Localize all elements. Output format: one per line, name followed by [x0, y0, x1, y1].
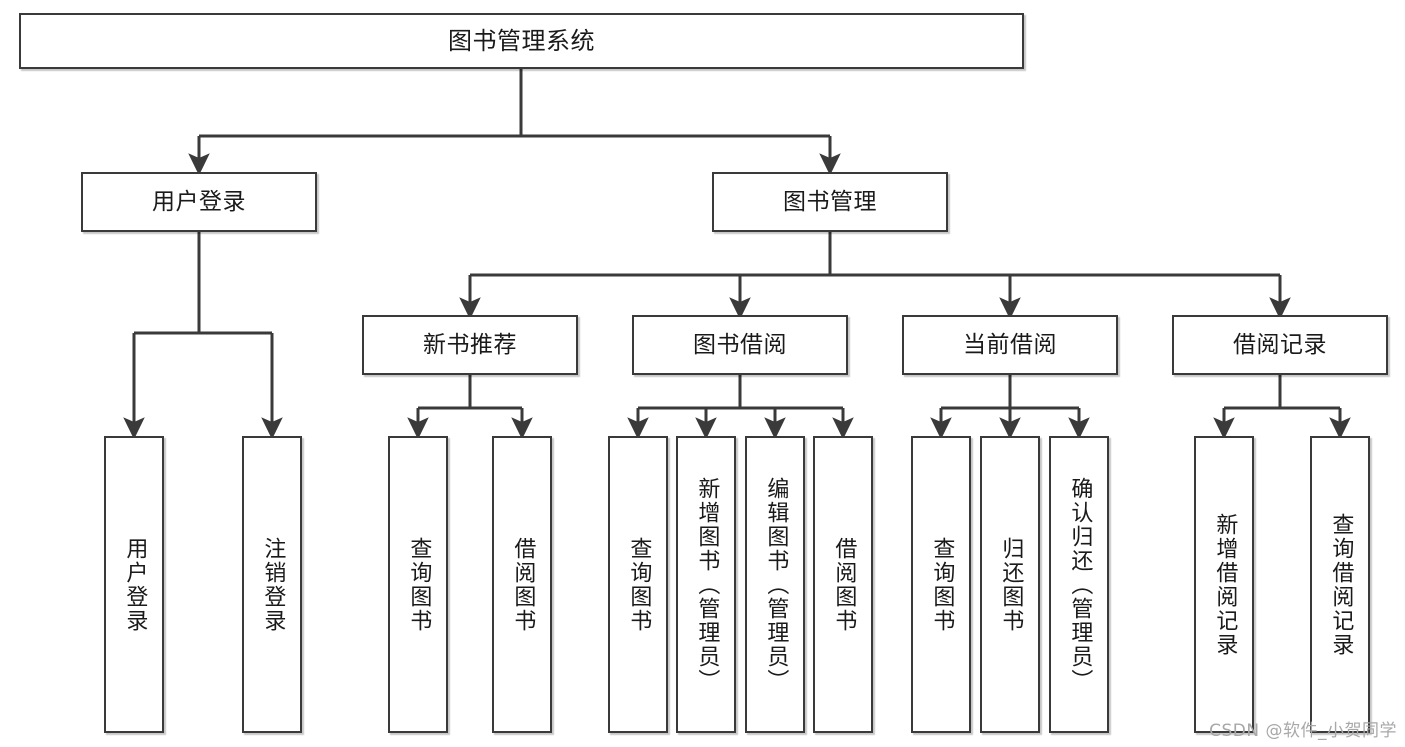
node-leaf-return-book[interactable]: 归还图书: [980, 436, 1040, 733]
node-leaf-add-record[interactable]: 新增借阅记录: [1194, 436, 1254, 733]
node-leaf-add-book-label: 新增图书（管理员）: [694, 476, 720, 693]
node-new-book-rec[interactable]: 新书推荐: [362, 315, 578, 375]
node-current-borrow-label: 当前借阅: [963, 331, 1057, 358]
node-leaf-borrow-book-1[interactable]: 借阅图书: [492, 436, 552, 733]
node-leaf-confirm-return-label: 确认归还（管理员）: [1067, 476, 1093, 693]
node-root[interactable]: 图书管理系统: [19, 13, 1024, 69]
node-book-borrow-label: 图书借阅: [693, 331, 787, 358]
node-leaf-query-book-1[interactable]: 查询图书: [388, 436, 448, 733]
node-user-login[interactable]: 用户登录: [81, 172, 317, 232]
node-borrow-record-label: 借阅记录: [1233, 331, 1327, 358]
node-leaf-query-record-label: 查询借阅记录: [1328, 512, 1354, 657]
node-new-book-rec-label: 新书推荐: [423, 331, 517, 358]
node-leaf-logout[interactable]: 注销登录: [242, 436, 302, 733]
node-leaf-add-record-label: 新增借阅记录: [1212, 512, 1238, 657]
node-leaf-borrow-book-2-label: 借阅图书: [831, 536, 857, 633]
node-leaf-borrow-book-2[interactable]: 借阅图书: [813, 436, 873, 733]
node-leaf-query-book-2[interactable]: 查询图书: [608, 436, 668, 733]
node-book-borrow[interactable]: 图书借阅: [632, 315, 848, 375]
node-leaf-query-record[interactable]: 查询借阅记录: [1310, 436, 1370, 733]
node-leaf-edit-book-label: 编辑图书（管理员）: [763, 476, 789, 693]
node-book-manage[interactable]: 图书管理: [712, 172, 948, 232]
node-root-label: 图书管理系统: [448, 27, 595, 55]
node-leaf-user-login[interactable]: 用户登录: [104, 436, 164, 733]
node-leaf-query-book-3[interactable]: 查询图书: [911, 436, 971, 733]
node-book-manage-label: 图书管理: [783, 188, 877, 215]
node-current-borrow[interactable]: 当前借阅: [902, 315, 1118, 375]
node-user-login-label: 用户登录: [152, 188, 246, 215]
node-leaf-edit-book[interactable]: 编辑图书（管理员）: [745, 436, 805, 733]
node-leaf-query-book-1-label: 查询图书: [406, 536, 432, 633]
node-leaf-borrow-book-1-label: 借阅图书: [510, 536, 536, 633]
watermark: CSDN @软件_小贺同学: [1209, 721, 1397, 741]
node-borrow-record[interactable]: 借阅记录: [1172, 315, 1388, 375]
node-leaf-logout-label: 注销登录: [260, 536, 286, 633]
node-leaf-add-book[interactable]: 新增图书（管理员）: [676, 436, 736, 733]
node-leaf-confirm-return[interactable]: 确认归还（管理员）: [1049, 436, 1109, 733]
node-leaf-query-book-3-label: 查询图书: [929, 536, 955, 633]
node-leaf-return-book-label: 归还图书: [998, 536, 1024, 633]
node-leaf-user-login-label: 用户登录: [122, 536, 148, 633]
node-leaf-query-book-2-label: 查询图书: [626, 536, 652, 633]
